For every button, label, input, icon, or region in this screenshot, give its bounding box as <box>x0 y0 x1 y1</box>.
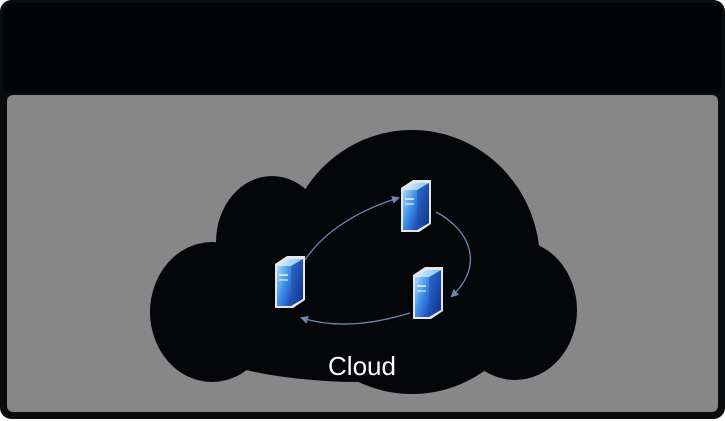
server-icon <box>401 180 431 232</box>
cloud-label: Cloud <box>328 351 396 381</box>
server-top[interactable] <box>401 180 431 232</box>
window-title-bar <box>3 3 722 93</box>
server-icon <box>275 256 305 308</box>
server-icon <box>413 267 443 319</box>
arrow-left-to-top <box>304 195 400 261</box>
cloud-shape <box>150 130 577 394</box>
connection-arrows <box>300 195 471 325</box>
arrow-right-to-left <box>300 312 411 325</box>
server-left[interactable] <box>275 256 305 308</box>
arrow-top-to-right <box>435 211 471 298</box>
server-right[interactable] <box>413 267 443 319</box>
